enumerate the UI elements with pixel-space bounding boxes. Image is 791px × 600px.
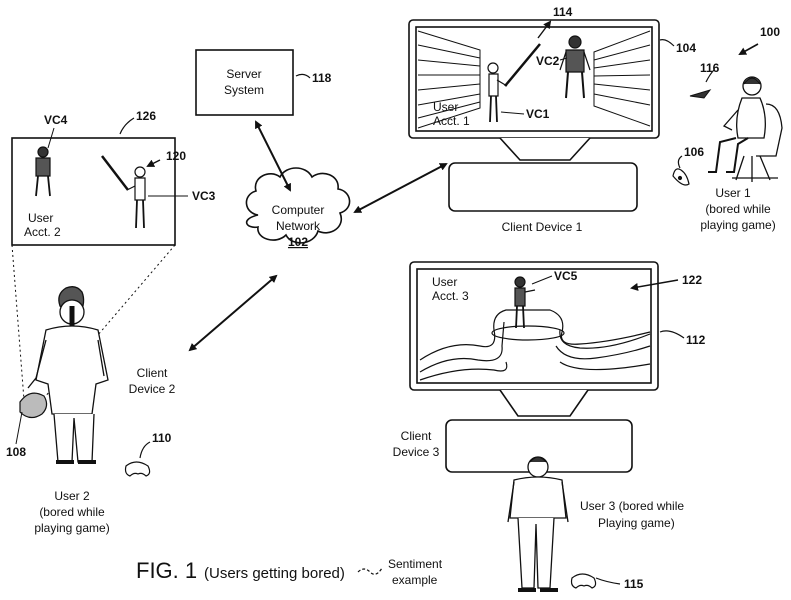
display3-stand bbox=[499, 389, 589, 417]
leader-106 bbox=[677, 155, 683, 169]
client1-label: Client Device 1 bbox=[502, 220, 583, 234]
server-label-2: System bbox=[224, 83, 264, 97]
vc5-character bbox=[514, 276, 536, 329]
vc1-label: VC1 bbox=[526, 107, 550, 121]
vc2-label: VC2 bbox=[536, 54, 560, 68]
ref-116: 116 bbox=[700, 61, 720, 75]
acct3-label-2: Acct. 3 bbox=[432, 289, 469, 303]
user3-label-2: Playing game) bbox=[598, 516, 675, 530]
arrow-server-network bbox=[255, 120, 291, 192]
ref-126: 126 bbox=[136, 109, 156, 123]
terrain-layers bbox=[419, 309, 651, 381]
user3-figure bbox=[507, 456, 569, 592]
ref-115: 115 bbox=[624, 577, 644, 591]
vc5-label: VC5 bbox=[554, 269, 578, 283]
leader-126 bbox=[119, 117, 135, 135]
arrow-network-client1 bbox=[353, 163, 448, 213]
acct1-label-2: Acct. 1 bbox=[433, 114, 470, 128]
leader-vc4 bbox=[47, 127, 55, 149]
computer-network-cloud: Computer Network 102 bbox=[245, 167, 351, 249]
sentiment-label-2: example bbox=[392, 573, 438, 587]
acct3-label-1: User bbox=[432, 275, 457, 289]
figure-title: FIG. 1 bbox=[136, 558, 197, 583]
leader-104 bbox=[659, 39, 675, 47]
client-device-3-display: VC5 User Acct. 3 bbox=[409, 261, 659, 391]
user1-label-3: playing game) bbox=[700, 218, 775, 232]
arrow-100 bbox=[738, 43, 759, 55]
leader-108 bbox=[15, 411, 23, 445]
network-label-1: Computer bbox=[272, 203, 325, 217]
vc3-character bbox=[101, 155, 146, 229]
ref-114: 114 bbox=[553, 5, 573, 19]
ref-118: 118 bbox=[312, 71, 332, 85]
sentiment-leader bbox=[357, 567, 383, 575]
acct2-label-2: Acct. 2 bbox=[24, 225, 61, 239]
ref-108: 108 bbox=[6, 445, 26, 459]
view-line-left bbox=[11, 244, 25, 401]
ref-100: 100 bbox=[760, 25, 780, 39]
acct1-label-1: User bbox=[433, 100, 458, 114]
user1-figure bbox=[708, 76, 783, 182]
arrow-120 bbox=[146, 159, 161, 167]
acct2-label-1: User bbox=[28, 211, 53, 225]
controller-115 bbox=[570, 573, 597, 589]
vr-view-user2: VC4 User Acct. 2 bbox=[11, 113, 176, 246]
ref-112: 112 bbox=[686, 333, 706, 347]
leader-116 bbox=[705, 69, 715, 83]
user2-label-2: (bored while bbox=[39, 505, 105, 519]
server-label-1: Server bbox=[226, 67, 261, 81]
controller-110 bbox=[124, 461, 151, 477]
vc3-sword bbox=[101, 155, 129, 191]
leader-vc2 bbox=[559, 57, 568, 61]
user2-label-1: User 2 bbox=[54, 489, 90, 503]
network-ref-102: 102 bbox=[288, 235, 308, 249]
client3-label-2: Device 3 bbox=[393, 445, 440, 459]
server-system: Server System bbox=[195, 49, 294, 116]
leader-vc1 bbox=[500, 111, 525, 115]
client-device-1-display: User Acct. 1 VC1 VC2 bbox=[408, 19, 660, 139]
user1-label-1: User 1 bbox=[715, 186, 751, 200]
remote-116 bbox=[689, 89, 712, 99]
leader-112 bbox=[659, 330, 685, 339]
ref-104: 104 bbox=[676, 41, 696, 55]
user2-figure bbox=[27, 286, 109, 464]
sentiment-label-1: Sentiment bbox=[388, 557, 443, 571]
network-label-2: Network bbox=[276, 219, 321, 233]
vc1-sword bbox=[504, 43, 541, 87]
vc1-character bbox=[487, 43, 541, 123]
arrow-network-client2 bbox=[188, 274, 278, 352]
user2-label-3: playing game) bbox=[34, 521, 109, 535]
vc3-label: VC3 bbox=[192, 189, 216, 203]
vc4-character bbox=[35, 146, 51, 197]
user3-label-1: User 3 (bored while bbox=[580, 499, 684, 513]
leader-118 bbox=[295, 73, 311, 79]
client2-label-1: Client bbox=[137, 366, 168, 380]
ref-122: 122 bbox=[682, 273, 702, 287]
arrow-114 bbox=[537, 20, 552, 39]
client3-label-1: Client bbox=[401, 429, 432, 443]
vc2-character bbox=[559, 35, 591, 99]
figure-subtitle: (Users getting bored) bbox=[204, 565, 345, 582]
view-line-right bbox=[43, 244, 176, 399]
corridor-left-wall bbox=[417, 30, 481, 129]
leader-110 bbox=[139, 441, 151, 459]
leader-vc5 bbox=[531, 275, 553, 285]
arrow-122 bbox=[630, 279, 679, 291]
headset-108 bbox=[19, 392, 48, 419]
ref-110: 110 bbox=[152, 431, 172, 445]
ref-106: 106 bbox=[684, 145, 704, 159]
client2-label-2: Device 2 bbox=[129, 382, 176, 396]
vc4-label: VC4 bbox=[44, 113, 68, 127]
leader-115 bbox=[595, 577, 621, 585]
controller-106 bbox=[672, 168, 690, 186]
display1-stand bbox=[499, 137, 591, 161]
corridor-right-wall bbox=[593, 30, 651, 127]
ref-120: 120 bbox=[166, 149, 186, 163]
client-device-1-console bbox=[448, 162, 638, 212]
user1-label-2: (bored while bbox=[705, 202, 771, 216]
